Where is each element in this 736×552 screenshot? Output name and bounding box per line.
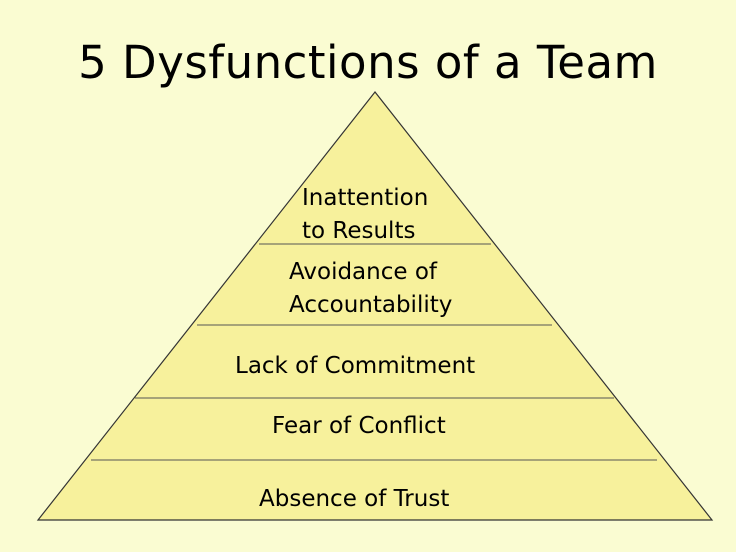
- tier-lack-of-commitment: Lack of Commitment: [235, 353, 476, 379]
- tier-inattention-to-results: Inattention to Results: [302, 182, 428, 248]
- tier-avoidance-of-accountability: Avoidance of Accountability: [289, 256, 452, 322]
- tier-label-line: Avoidance of: [289, 259, 438, 285]
- page-title: 5 Dysfunctions of a Team: [78, 36, 658, 89]
- tier-label-line: to Results: [302, 218, 416, 244]
- tier-label-line: Accountability: [289, 292, 453, 318]
- tier-fear-of-conflict: Fear of Conflict: [272, 413, 446, 439]
- tier-label-line: Inattention: [302, 185, 429, 211]
- pyramid-shape: [36, 91, 714, 521]
- tier-absence-of-trust: Absence of Trust: [259, 486, 450, 512]
